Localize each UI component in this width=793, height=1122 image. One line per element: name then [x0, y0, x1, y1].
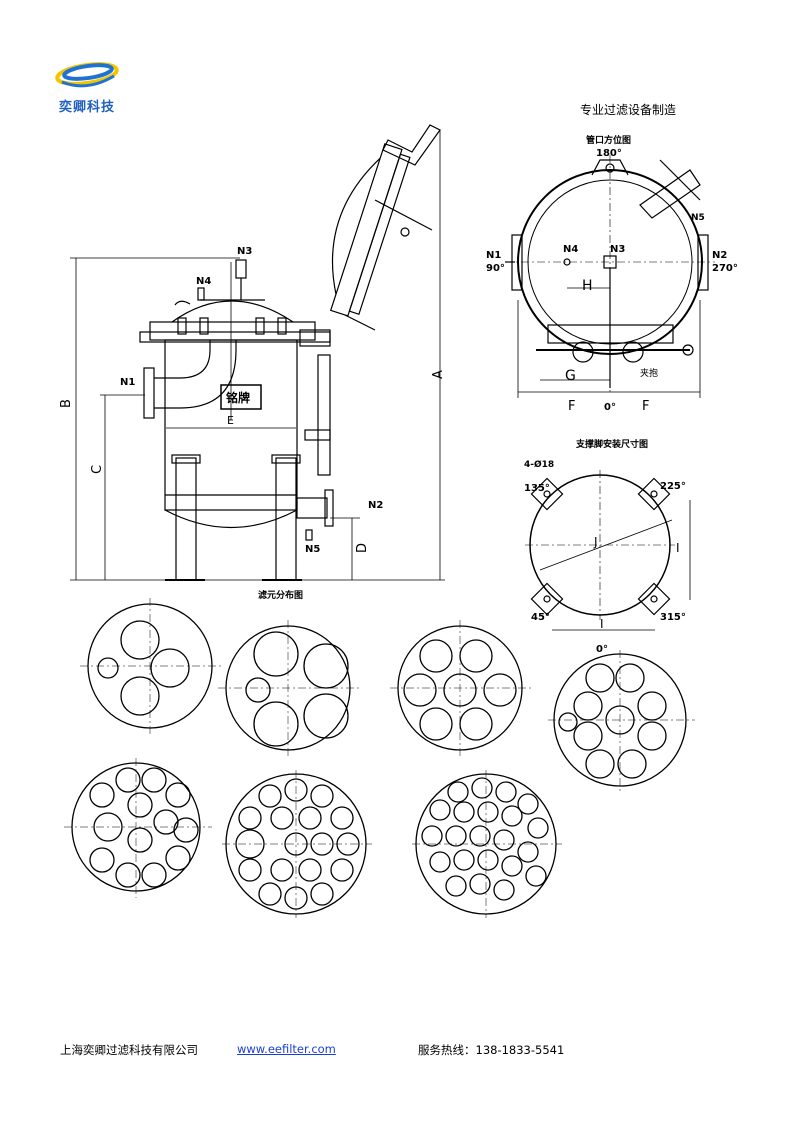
support-i-right: I	[676, 541, 680, 555]
support-view-title: 支撑脚安装尺寸图	[575, 438, 648, 450]
element-layout-7	[412, 770, 562, 918]
footer-website-link[interactable]: www.eefilter.com	[237, 1042, 336, 1056]
nameplate-label: 铭牌	[226, 390, 250, 405]
technical-drawing: N3 N4 N1 N2 N5 A B C D E 铭牌 管口方位图 180° N…	[59, 124, 738, 918]
element-layout-3	[390, 620, 532, 758]
nozzle-n2-angle: 270°	[712, 263, 738, 274]
label-n1: N1	[120, 377, 135, 388]
support-i-bottom: I	[600, 617, 604, 631]
element-layout-2	[218, 620, 360, 758]
nozzle-orientation-view	[505, 155, 715, 398]
footer-hotline: 服务热线：138-1833-5541	[418, 1043, 565, 1057]
dim-c: C	[90, 465, 105, 474]
nozzle-angle-0: 0°	[604, 402, 616, 413]
dim-a: A	[431, 370, 446, 379]
support-315: 315°	[660, 612, 686, 623]
dim-e: E	[227, 414, 234, 427]
nozzle-g: G	[565, 368, 576, 384]
nozzle-n1-angle: 90°	[486, 263, 505, 274]
company-logo	[52, 52, 122, 118]
element-layout-6	[222, 770, 372, 918]
nozzle-f-left: F	[568, 399, 575, 414]
element-layout-5	[64, 758, 212, 898]
front-view	[70, 124, 445, 581]
support-135: 135°	[524, 483, 550, 494]
label-n2: N2	[368, 500, 383, 511]
nozzle-h: H	[582, 278, 593, 294]
nozzle-n4: N4	[563, 244, 578, 255]
logo-text: 奕卿科技	[58, 100, 115, 115]
element-layout-1	[80, 598, 222, 736]
nozzle-clamp: 夹抱	[640, 367, 658, 379]
label-n4: N4	[196, 276, 211, 287]
support-j: J	[593, 535, 598, 549]
support-angle-0: 0°	[596, 644, 608, 655]
nozzle-view-title: 管口方位图	[586, 134, 631, 146]
element-layout-4	[548, 650, 695, 792]
nozzle-angle-180: 180°	[596, 148, 622, 159]
nozzle-f-right: F	[642, 399, 649, 414]
nozzle-n1: N1	[486, 250, 501, 261]
dim-b: B	[59, 399, 74, 408]
nozzle-n3: N3	[610, 244, 625, 255]
support-holes: 4-Ø18	[524, 459, 554, 470]
layout-title: 滤元分布图	[258, 589, 303, 601]
footer-company: 上海奕卿过滤科技有限公司	[60, 1043, 198, 1057]
tagline: 专业过滤设备制造	[580, 103, 677, 117]
nozzle-n2: N2	[712, 250, 727, 261]
support-225: 225°	[660, 481, 686, 492]
support-45: 45°	[531, 612, 550, 623]
nozzle-n5: N5	[691, 213, 705, 223]
support-foot-view	[525, 470, 691, 631]
label-n3: N3	[237, 246, 252, 257]
dim-d: D	[355, 543, 370, 553]
label-n5: N5	[305, 544, 320, 555]
